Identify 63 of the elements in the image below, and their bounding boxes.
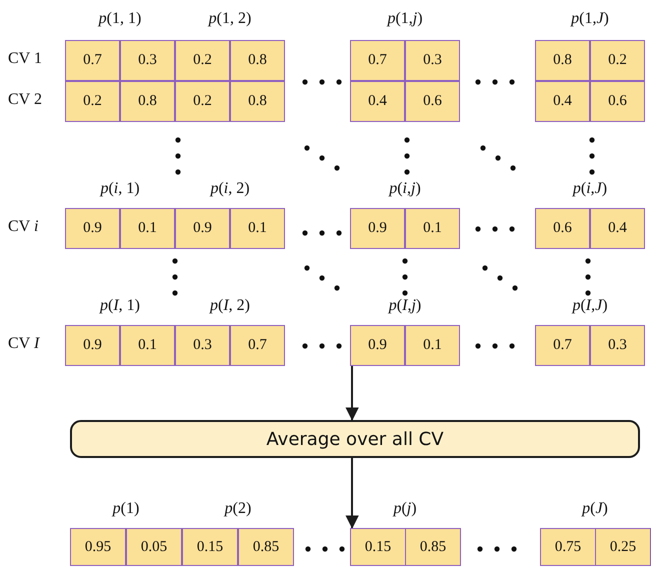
column-header: p(j) bbox=[393, 500, 417, 518]
column-header: p(i,j) bbox=[389, 180, 421, 198]
row-label: CV 2 bbox=[8, 91, 42, 109]
value-cell: 0.2 bbox=[175, 81, 230, 122]
value-cell: 0.7 bbox=[350, 40, 405, 81]
column-header: p(I,j) bbox=[388, 297, 422, 315]
value-cell: 0.05 bbox=[126, 528, 182, 566]
value-cell: 0.25 bbox=[595, 528, 651, 566]
value-cell: 0.9 bbox=[65, 325, 120, 366]
value-cell: 0.8 bbox=[535, 40, 590, 81]
column-header: p(I,J) bbox=[572, 297, 608, 315]
column-header: p(1,J) bbox=[571, 10, 609, 28]
value-cell: 0.8 bbox=[230, 81, 285, 122]
column-header: p(I, 1) bbox=[100, 297, 140, 315]
value-cell: 0.15 bbox=[350, 528, 406, 566]
value-cell: 0.7 bbox=[535, 325, 590, 366]
value-cell: 0.2 bbox=[65, 81, 120, 122]
row-label: CV I bbox=[8, 335, 40, 353]
column-header: p(i, 1) bbox=[100, 180, 140, 198]
column-header: p(2) bbox=[224, 500, 252, 518]
value-cell: 0.9 bbox=[175, 208, 230, 249]
column-header: p(i,J) bbox=[572, 180, 608, 198]
value-cell: 0.75 bbox=[540, 528, 596, 566]
value-cell: 0.8 bbox=[120, 81, 175, 122]
row-label: CV i bbox=[8, 218, 38, 236]
column-header: p(1) bbox=[112, 500, 140, 518]
value-cell: 0.1 bbox=[405, 325, 460, 366]
value-cell: 0.1 bbox=[120, 208, 175, 249]
value-cell: 0.4 bbox=[590, 208, 645, 249]
column-header: p(J) bbox=[582, 500, 608, 518]
arrow bbox=[346, 366, 359, 421]
value-cell: 0.85 bbox=[238, 528, 294, 566]
value-cell: 0.6 bbox=[405, 81, 460, 122]
value-cell: 0.7 bbox=[230, 325, 285, 366]
value-cell: 0.1 bbox=[120, 325, 175, 366]
value-cell: 0.9 bbox=[350, 325, 405, 366]
value-cell: 0.6 bbox=[535, 208, 590, 249]
arrow bbox=[346, 458, 359, 529]
value-cell: 0.15 bbox=[182, 528, 238, 566]
value-cell: 0.3 bbox=[405, 40, 460, 81]
column-header: p(I, 2) bbox=[210, 297, 250, 315]
value-cell: 0.7 bbox=[65, 40, 120, 81]
row-label: CV 1 bbox=[8, 50, 42, 68]
column-header: p(i, 2) bbox=[210, 180, 250, 198]
value-cell: 0.4 bbox=[535, 81, 590, 122]
column-header: p(1, 2) bbox=[208, 10, 252, 28]
value-cell: 0.1 bbox=[230, 208, 285, 249]
process-box: Average over all CV bbox=[70, 420, 640, 458]
column-header: p(1,j) bbox=[387, 10, 423, 28]
value-cell: 0.3 bbox=[120, 40, 175, 81]
value-cell: 0.95 bbox=[70, 528, 126, 566]
column-header: p(1, 1) bbox=[98, 10, 142, 28]
value-cell: 0.2 bbox=[590, 40, 645, 81]
value-cell: 0.9 bbox=[65, 208, 120, 249]
value-cell: 0.9 bbox=[350, 208, 405, 249]
value-cell: 0.3 bbox=[590, 325, 645, 366]
value-cell: 0.8 bbox=[230, 40, 285, 81]
value-cell: 0.85 bbox=[405, 528, 461, 566]
value-cell: 0.4 bbox=[350, 81, 405, 122]
value-cell: 0.6 bbox=[590, 81, 645, 122]
value-cell: 0.2 bbox=[175, 40, 230, 81]
value-cell: 0.1 bbox=[405, 208, 460, 249]
value-cell: 0.3 bbox=[175, 325, 230, 366]
